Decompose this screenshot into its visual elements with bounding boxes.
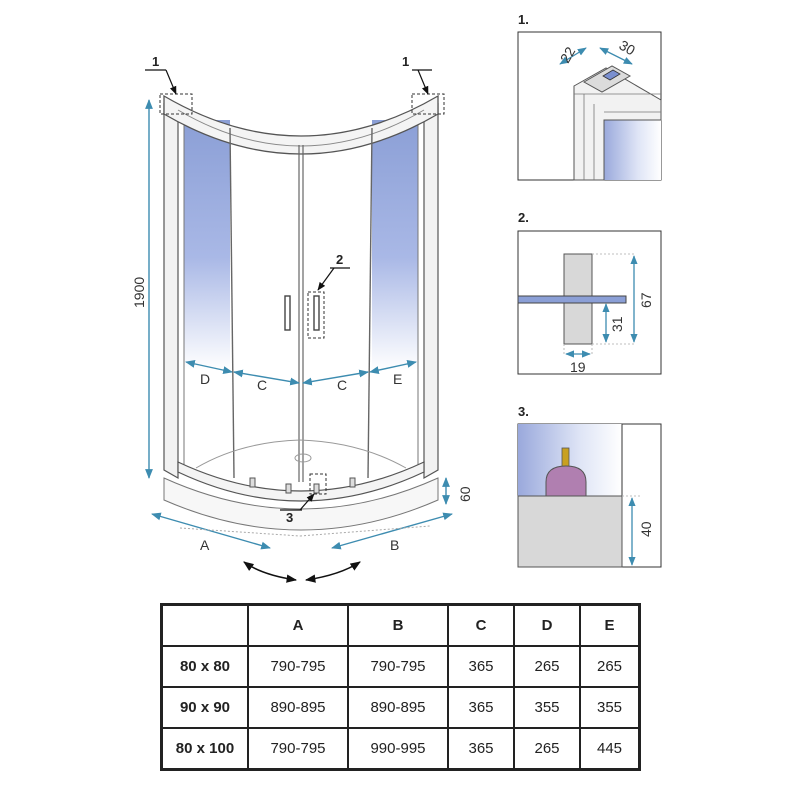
table-header-row: A B C D E (160, 603, 641, 647)
table-row: 80 x 100 790-795 990-995 365 265 445 (160, 727, 641, 771)
table-cell: 365 (447, 645, 515, 688)
table-cell: 790-795 (247, 645, 349, 688)
table-cell: 890-895 (347, 686, 449, 729)
height-label: 1900 (131, 277, 147, 308)
table-cell: 790-795 (347, 645, 449, 688)
table-cell: 90 x 90 (160, 686, 249, 729)
table-cell: 265 (513, 645, 581, 688)
table-cell: 80 x 80 (160, 645, 249, 688)
dim-a-label: A (200, 537, 210, 553)
detail-2-dim-19: 19 (570, 359, 586, 375)
callout-3: 3 (286, 510, 293, 525)
shower-diagram: 1 1 2 3 1900 60 A B D C C E 1. (131, 12, 662, 583)
opening-arrows (243, 561, 361, 583)
right-glass-panel (372, 120, 418, 370)
right-post (423, 102, 439, 480)
detail-3-title: 3. (518, 404, 529, 419)
shower-tray (163, 477, 439, 531)
detail-3 (517, 423, 662, 568)
callout-1-right: 1 (402, 54, 409, 69)
left-glass-panel (184, 120, 230, 370)
table-header: D (513, 603, 581, 647)
detail-2-title: 2. (518, 210, 529, 225)
dim-d-label: D (200, 371, 210, 387)
door-handle-right (313, 295, 320, 331)
door-handle-left (284, 295, 291, 331)
dimension-table: A B C D E 80 x 80 790-795 790-795 365 26… (160, 603, 641, 771)
detail-2 (517, 230, 662, 375)
bottom-rail (177, 461, 425, 502)
table-cell: 790-795 (247, 727, 349, 771)
enclosure-drawing (159, 93, 445, 531)
table-header: C (447, 603, 515, 647)
detail-2-dim-67: 67 (638, 292, 654, 308)
drain (294, 453, 312, 463)
callout-1-left: 1 (152, 54, 159, 69)
table-cell: 80 x 100 (160, 727, 249, 771)
table-header (160, 603, 249, 647)
table-cell: 355 (513, 686, 581, 729)
detail-1 (517, 31, 662, 181)
dim-e-label: E (393, 371, 402, 387)
table-header: E (579, 603, 641, 647)
dimension-labels: 1900 60 A B D C C E (131, 277, 473, 553)
dimensions (145, 99, 453, 550)
table-cell: 990-995 (347, 727, 449, 771)
tray-height-label: 60 (457, 486, 473, 502)
detail-3-dim-40: 40 (638, 521, 654, 537)
detail-2-dim-31: 31 (609, 316, 625, 332)
table-cell: 445 (579, 727, 641, 771)
detail-1-title: 1. (518, 12, 529, 27)
dim-b-label: B (390, 537, 399, 553)
table-cell: 355 (579, 686, 641, 729)
table-header: B (347, 603, 449, 647)
dim-c-right-label: C (337, 377, 347, 393)
table-cell: 365 (447, 686, 515, 729)
detail-1-dim-22: 22 (557, 44, 579, 66)
dim-c-left-label: C (257, 377, 267, 393)
table-cell: 365 (447, 727, 515, 771)
table-cell: 890-895 (247, 686, 349, 729)
table-cell: 265 (513, 727, 581, 771)
left-post (163, 102, 179, 480)
detail-1-dim-30: 30 (617, 37, 639, 59)
table-row: 80 x 80 790-795 790-795 365 265 265 (160, 645, 641, 688)
table-header: A (247, 603, 349, 647)
callout-2: 2 (336, 252, 343, 267)
table-row: 90 x 90 890-895 890-895 365 355 355 (160, 686, 641, 729)
callouts: 1 1 2 3 (145, 54, 432, 525)
table-cell: 265 (579, 645, 641, 688)
